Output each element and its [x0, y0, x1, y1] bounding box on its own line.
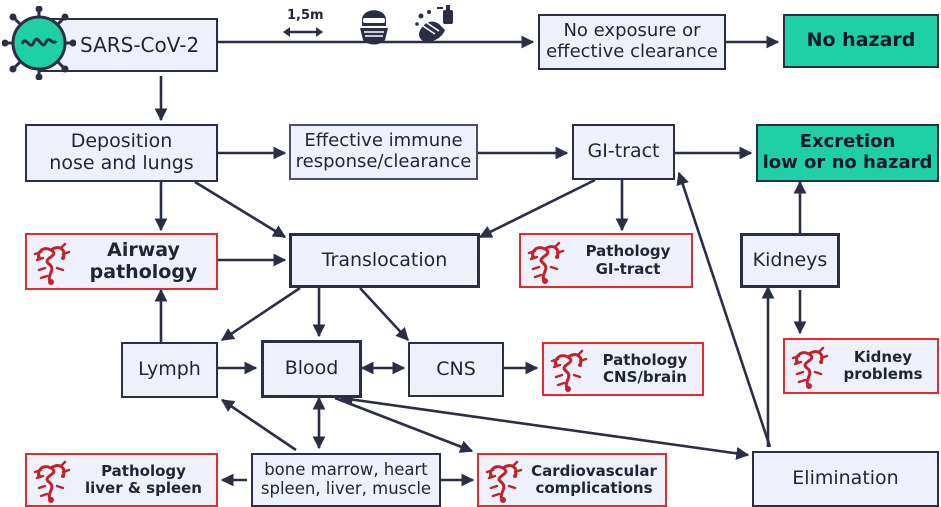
- node-kidneys: Kidneys: [740, 233, 840, 288]
- lymph-label: Lymph: [138, 358, 201, 381]
- arrow-gi-to-translocation: [478, 178, 596, 239]
- path-cns-line1: Pathology: [602, 350, 688, 369]
- arrow-deposition-to-translocation: [194, 180, 287, 239]
- protein-structure-icon: [485, 460, 523, 504]
- deposition-line1: Deposition: [70, 130, 173, 153]
- protein-structure-icon: [33, 460, 71, 504]
- protein-structure-icon: [550, 349, 588, 393]
- cardio-line2: complications: [535, 479, 653, 497]
- protein-structure-icon: [527, 241, 565, 285]
- organs-line2: spleen, liver, muscle: [260, 479, 432, 498]
- double-arrow-icon: [283, 27, 323, 37]
- node-lymph: Lymph: [121, 342, 218, 398]
- excretion-line2: low or no hazard: [762, 152, 933, 173]
- face-mask-icon: [360, 10, 388, 45]
- arrow-translocation-to-lymph: [220, 286, 301, 342]
- no-exposure-line1: No exposure or: [563, 20, 701, 42]
- no-exposure-line2: effective clearance: [546, 41, 718, 62]
- kidneys-label: Kidneys: [752, 248, 828, 271]
- path-liver-line2: liver & spleen: [85, 479, 202, 497]
- protein-structure-icon: [33, 242, 71, 286]
- organs-line1: bone marrow, heart: [264, 460, 428, 480]
- distance-label: 1,5m: [287, 8, 324, 23]
- path-liver-line1: Pathology: [101, 461, 186, 480]
- node-translocation: Translocation: [289, 233, 480, 288]
- arrow-translocation-to-cns: [359, 287, 409, 341]
- airway-line1: Airway: [107, 238, 180, 261]
- deposition-line2: nose and lungs: [49, 152, 194, 174]
- sars-label: SARS-CoV-2: [80, 32, 200, 57]
- no-hazard-label: No hazard: [806, 29, 916, 52]
- virus-icon: [2, 6, 76, 80]
- gi-tract-label: GI-tract: [587, 140, 660, 163]
- node-gi-tract: GI-tract: [572, 124, 675, 180]
- excretion-line1: Excretion: [799, 131, 896, 153]
- path-gi-line1: Pathology: [585, 242, 671, 261]
- translocation-label: Translocation: [321, 248, 448, 271]
- blood-label: Blood: [284, 357, 339, 380]
- immune-line1: Effective immune: [304, 130, 463, 152]
- node-elimination: Elimination: [752, 451, 939, 507]
- path-cns-line2: CNS/brain: [603, 368, 687, 386]
- node-no-hazard: No hazard: [783, 14, 939, 68]
- immune-line2: response/clearance: [295, 151, 472, 172]
- kidney-problems-line1: Kidney: [853, 347, 913, 366]
- node-blood: Blood: [261, 340, 362, 398]
- cns-label: CNS: [436, 357, 476, 380]
- path-gi-line2: GI-tract: [595, 259, 661, 278]
- elimination-label: Elimination: [792, 467, 899, 490]
- node-cns: CNS: [408, 342, 504, 397]
- arrow-blood-elimination: [339, 393, 750, 460]
- kidney-problems-line2: problems: [843, 365, 923, 383]
- node-sars-cov-2: SARS-CoV-2: [40, 18, 218, 72]
- protein-structure-icon: [791, 346, 829, 390]
- airway-line2: pathology: [89, 260, 198, 283]
- arrow-elimination-to-gi: [676, 171, 772, 448]
- hand-washing-icon: [415, 5, 453, 42]
- arrow-organs-to-lymph: [220, 398, 297, 452]
- cardio-line1: Cardiovascular: [531, 461, 657, 480]
